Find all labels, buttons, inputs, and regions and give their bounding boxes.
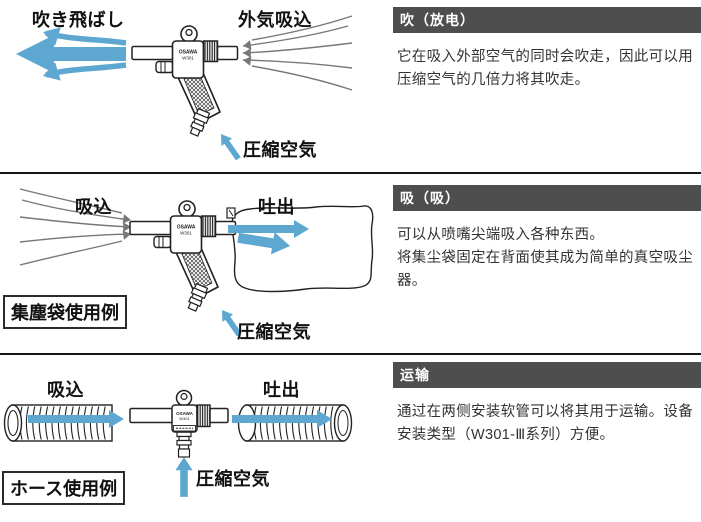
section-suction: 吸込 吐出 圧縮空気 集塵袋使用例 吸（吸） 可以从喷嘴尖端吸入各种东西。 将集… (0, 174, 701, 355)
panel-header-transport: 运输 (393, 362, 701, 388)
compressed-air-arrow-icon (175, 457, 193, 497)
blow-diagram: OSAWA W301 (16, 15, 353, 163)
air-gun (129, 200, 237, 314)
label-compressed-air: 圧縮空気 (237, 322, 311, 342)
device-brand-marking: OSAWA (176, 411, 194, 416)
device-model-marking: W301 (179, 416, 190, 421)
panel-body-suction-1: 可以从喷嘴尖端吸入各种东西。 (397, 227, 605, 243)
air-gun (131, 25, 239, 139)
panel-header-blow: 吹（放电） (393, 7, 701, 33)
suction-diagram (19, 188, 374, 339)
suction-arrows-icon (19, 188, 131, 266)
discharge-arrows-icon (228, 220, 309, 258)
outflow-arrow-icon (232, 410, 332, 428)
hose-example-box: ホース使用例 (2, 471, 126, 505)
label-suction: 吸込 (75, 197, 112, 217)
label-discharge: 吐出 (258, 197, 295, 217)
label-blow-away: 吹き飛ばし (32, 10, 125, 30)
intake-arrows-icon (242, 15, 353, 91)
dust-bag-example-box: 集塵袋使用例 (3, 295, 127, 329)
panel-body-transport: 通过在两侧安装软管可以将其用于运输。设备安装类型（W301-Ⅲ系列）方便。 (397, 404, 693, 444)
inflow-arrow-icon (28, 410, 124, 428)
bottom-fitting (176, 431, 192, 458)
compressed-air-arrow-icon (215, 130, 244, 163)
panel-header-suction: 吸（吸） (393, 185, 701, 211)
dust-bag (231, 205, 374, 293)
transport-diagram: OSAWA W301 (3, 389, 353, 497)
label-discharge: 吐出 (263, 380, 300, 400)
panel-body-blow: 它在吸入外部空气的同时会吹走，因此可以用压缩空气的几倍力将其吹走。 (397, 49, 693, 89)
intake-arrowheads-icon (242, 40, 252, 66)
section-blow: OSAWA W301 (0, 0, 701, 174)
label-compressed-air: 圧縮空気 (243, 140, 317, 160)
section-transport: OSAWA W301 吸込 吐出 圧縮空気 ホース使用例 运输 通过在两侧安装软… (0, 355, 701, 522)
label-suction: 吸込 (47, 380, 84, 400)
info-panel-suction: 吸（吸） 可以从喷嘴尖端吸入各种东西。 将集尘袋固定在背面使其成为简单的真空吸尘… (393, 185, 701, 294)
inline-device: OSAWA W301 (129, 389, 229, 458)
info-panel-transport: 运输 通过在两侧安装软管可以将其用于运输。设备安装类型（W301-Ⅲ系列）方便。 (393, 362, 701, 447)
label-outside-air-intake: 外気吸込 (238, 10, 312, 30)
panel-body-suction-2: 将集尘袋固定在背面使其成为简单的真空吸尘器。 (397, 250, 693, 290)
info-panel-blow: 吹（放电） 它在吸入外部空气的同时会吹走，因此可以用压缩空气的几倍力将其吹走。 (393, 7, 701, 92)
blow-arrows-icon (16, 22, 127, 86)
label-compressed-air: 圧縮空気 (196, 469, 270, 489)
